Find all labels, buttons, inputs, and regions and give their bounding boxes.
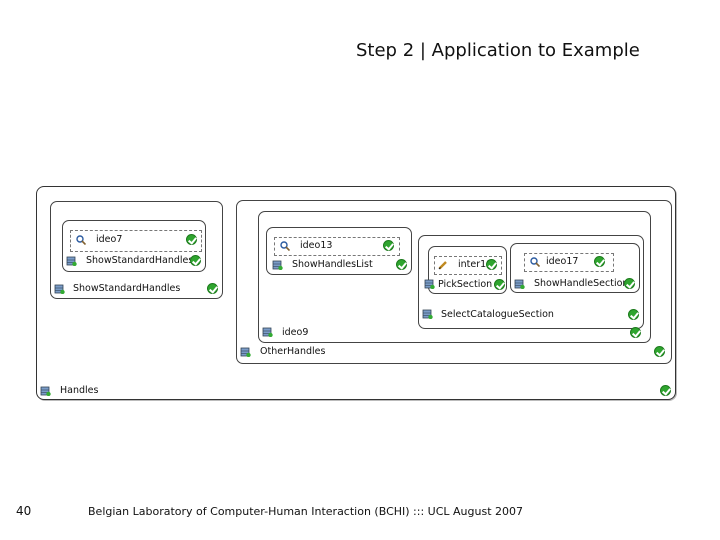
check-icon: [630, 327, 641, 338]
check-icon: [594, 256, 605, 267]
database-icon: [240, 347, 251, 357]
check-icon: [624, 278, 635, 289]
ideo13-label: ideo13: [300, 240, 333, 251]
slide-title: Step 2 | Application to Example: [356, 40, 640, 61]
search-icon: [530, 257, 540, 267]
page-number: 40: [16, 504, 32, 518]
ideo13-task-box: [274, 237, 400, 256]
database-icon: [424, 279, 435, 289]
check-icon: [186, 234, 197, 245]
check-icon: [396, 259, 407, 270]
inter18-label: inter18: [458, 259, 493, 270]
check-icon: [654, 346, 665, 357]
show-standard-handles-inner-label: ShowStandardHandles: [86, 255, 194, 266]
show-standard-handles-label: ShowStandardHandles: [73, 283, 181, 294]
show-handles-list-label: ShowHandlesList: [292, 259, 373, 270]
check-icon: [660, 385, 671, 396]
ideo7-task-box: [70, 230, 202, 252]
database-icon: [54, 284, 65, 294]
inter18-task-box: [434, 256, 502, 275]
check-icon: [190, 255, 201, 266]
check-icon: [494, 279, 505, 290]
ideo17-task-box: [524, 253, 614, 272]
handles-label: Handles: [60, 385, 99, 396]
show-handle-section-label: ShowHandleSection: [534, 278, 629, 289]
check-icon: [383, 240, 394, 251]
footer-text: Belgian Laboratory of Computer-Human Int…: [88, 505, 524, 518]
pencil-icon: [438, 261, 447, 270]
pick-section-label: PickSection: [438, 279, 493, 290]
search-icon: [76, 235, 86, 245]
other-handles-label: OtherHandles: [260, 346, 326, 357]
select-catalogue-section-label: SelectCatalogueSection: [441, 309, 554, 320]
check-icon: [628, 309, 639, 320]
ideo17-label: ideo17: [546, 256, 579, 267]
database-icon: [40, 386, 51, 396]
database-icon: [422, 309, 433, 319]
database-icon: [66, 256, 77, 266]
ideo9-label: ideo9: [282, 327, 309, 338]
ideo7-label: ideo7: [96, 234, 123, 245]
check-icon: [207, 283, 218, 294]
database-icon: [514, 279, 525, 289]
check-icon: [486, 259, 497, 270]
database-icon: [262, 327, 273, 337]
search-icon: [280, 241, 290, 251]
database-icon: [272, 260, 283, 270]
